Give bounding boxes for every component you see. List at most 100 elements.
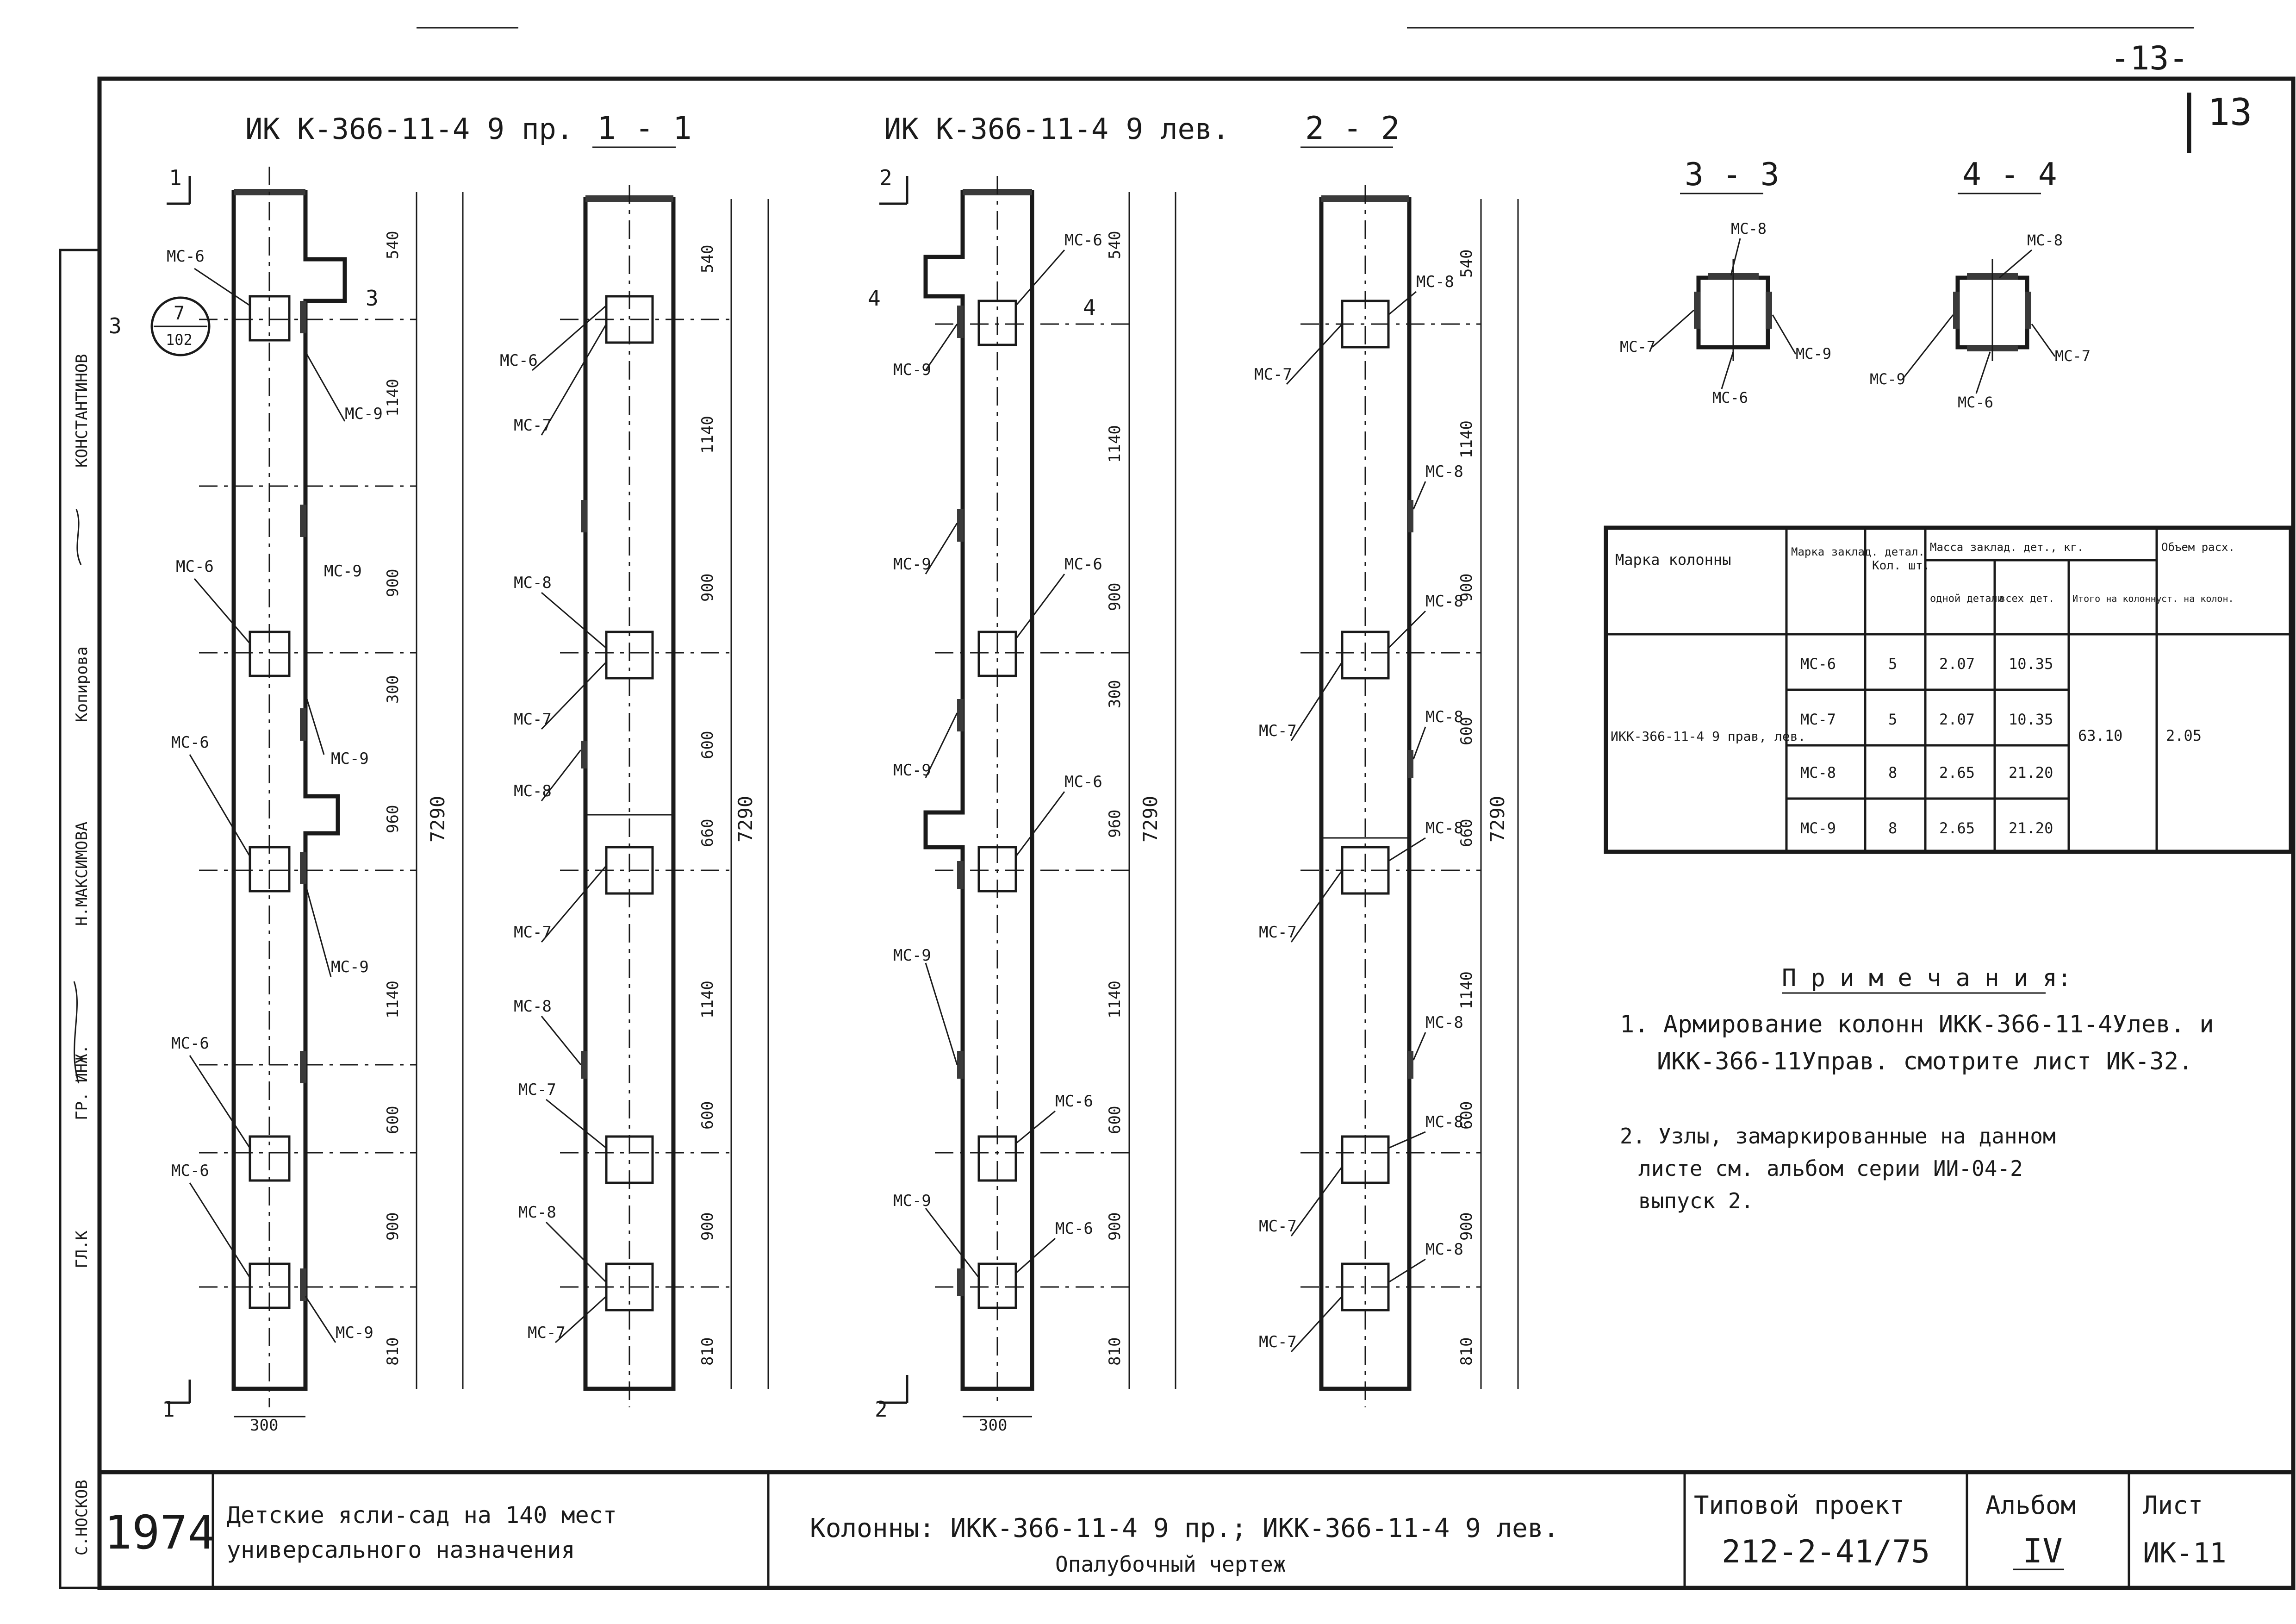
- label-mc7-s2c: МС-7: [1259, 923, 1297, 942]
- table-row-3-mark: МС-9: [1800, 819, 1836, 837]
- dim-width-b: 300: [979, 1416, 1007, 1435]
- label-mc6-s1a: МС-6: [500, 351, 538, 370]
- table-header-vol-sub: ст. на колон.: [2161, 593, 2234, 604]
- note-1-line-1: 1. Армирование колонн ИКК-366-11-4Улев. …: [1620, 1011, 2214, 1038]
- label-mc7-s1c: МС-7: [514, 923, 552, 942]
- table-row-2-one: 2.65: [1939, 764, 1975, 781]
- label-mc8-s2b: МС-8: [1425, 462, 1463, 481]
- title-left-elevation: ИК К-366-11-4 9 лев.: [884, 112, 1230, 146]
- label-mc9-r5: МС-9: [336, 1324, 373, 1342]
- label-mc7-s1b: МС-7: [514, 710, 552, 729]
- dim-810-a: 810: [384, 1337, 402, 1366]
- label-mc6-l4: МС-6: [1055, 1092, 1093, 1111]
- side-stamp-3: ГР. ИНЖ.: [73, 1044, 91, 1120]
- label-mc6-l1: МС-6: [1064, 231, 1102, 250]
- stamp-drawing-title-2: Опалубочный чертеж: [1055, 1552, 1286, 1577]
- label-mc8-s2d: МС-8: [1425, 708, 1463, 726]
- column-section-2: 540 1140 900 600 660 1140 600 900 810 72…: [1254, 185, 1519, 1407]
- note-2-line-3: выпуск 2.: [1638, 1188, 1754, 1213]
- cut-mark-3-right: 3: [366, 286, 379, 311]
- stamp-sheet-label: Лист: [2143, 1491, 2203, 1520]
- dim-540-b: 540: [698, 245, 717, 273]
- title-section-3: 3 - 3: [1685, 156, 1780, 193]
- table-row-3-qty: 8: [1888, 819, 1897, 837]
- dim-900-e: 900: [1106, 583, 1124, 611]
- dim-960-a: 960: [384, 805, 402, 833]
- label-mc9-l4: МС-9: [893, 946, 931, 965]
- table-header-qty: Кол. шт.: [1872, 559, 1930, 573]
- label-mc8-s1d: МС-8: [518, 1203, 556, 1222]
- label-mc6-l2: МС-6: [1064, 555, 1102, 574]
- dim-600-c: 600: [698, 1101, 717, 1130]
- node-callout-number: 7: [174, 303, 185, 324]
- dim-960-b: 960: [1106, 810, 1124, 838]
- side-stamp-labels: КОНСТАНТИНОВ Копирова Н.МАКСИМОВА ГР. ИН…: [73, 354, 91, 1555]
- table-column-mark: ИКК-366-11-4 9 прав, лев.: [1611, 729, 1805, 744]
- sheet-tab: 13: [2208, 91, 2252, 134]
- table-header-all: всех дет.: [1999, 593, 2054, 605]
- title-section-2: 2 - 2: [1305, 110, 1400, 147]
- cut-mark-2-bottom: 2: [875, 1397, 888, 1422]
- table-header-vol: Объем расх.: [2161, 541, 2235, 554]
- table-row-0-mark: МС-6: [1800, 655, 1836, 673]
- table-row-0-one: 2.07: [1939, 655, 1975, 673]
- label-mc7-sec4: МС-7: [2055, 347, 2091, 365]
- table-header-total: Итого на колонну: [2072, 593, 2162, 604]
- label-mc6-sec3: МС-6: [1712, 389, 1748, 406]
- label-mc8-s2c: МС-8: [1425, 592, 1463, 611]
- section-3-detail: МС-8 МС-7 МС-9 МС-6: [1620, 220, 1831, 406]
- dim-810-b: 810: [698, 1337, 717, 1366]
- note-1-line-2: ИКК-366-11Управ. смотрите лист ИК-32.: [1657, 1048, 2193, 1075]
- column-left-elevation: 540 1140 900 300 960 1140 600 900 810 72…: [868, 165, 1176, 1435]
- side-stamp-strip: [59, 249, 101, 1589]
- stamp-typ-label: Типовой проект: [1694, 1491, 1904, 1520]
- label-mc9-r4: МС-9: [331, 958, 369, 976]
- stamp-year: 1974: [104, 1505, 216, 1560]
- table-row-3-all: 21.20: [2009, 819, 2053, 837]
- table-row-1-mark: МС-7: [1800, 711, 1836, 728]
- label-mc9-l3: МС-9: [893, 761, 931, 780]
- label-mc6-sec4: МС-6: [1958, 394, 1993, 411]
- label-mc9-r3: МС-9: [331, 750, 369, 768]
- stamp-album-value: IV: [2022, 1531, 2063, 1570]
- cut-mark-4-right: 4: [1083, 295, 1096, 320]
- label-mc7-s2a: МС-7: [1254, 365, 1292, 384]
- label-mc9-r1: МС-9: [345, 405, 383, 423]
- stamp-drawing-title-1: Колонны: ИКК-366-11-4 9 пр.; ИКК-366-11-…: [810, 1513, 1559, 1543]
- dim-900-d: 900: [698, 1212, 717, 1241]
- dim-600-f: 600: [1457, 1101, 1476, 1130]
- column-right-elevation: 540 1140 900 300 960 1140 600 900 810 72…: [109, 165, 464, 1435]
- table-header-emb-mark: Марка заклад. детал.: [1791, 545, 1925, 558]
- dim-900-c: 900: [698, 574, 717, 602]
- label-mc8-s1c: МС-8: [514, 997, 552, 1016]
- table-row-2-mark: МС-8: [1800, 764, 1836, 781]
- label-mc7-s2b: МС-7: [1259, 722, 1297, 740]
- table-total: 63.10: [2078, 727, 2122, 744]
- cut-mark-4-left: 4: [868, 286, 881, 311]
- side-stamp-1: Копирова: [73, 646, 91, 722]
- table-header-mass: Масса заклад. дет., кг.: [1930, 541, 2084, 554]
- dim-total-c: 7290: [1139, 796, 1162, 843]
- dim-900-a: 900: [384, 569, 402, 597]
- label-mc8-s2h: МС-8: [1425, 1240, 1463, 1259]
- dim-540-c: 540: [1106, 231, 1124, 259]
- label-mc7-sec3: МС-7: [1620, 338, 1655, 356]
- dim-1140-h: 1140: [1457, 971, 1476, 1009]
- cut-mark-1-bottom: 1: [162, 1397, 175, 1422]
- dim-1140-e: 1140: [1106, 425, 1124, 463]
- table-row-2-qty: 8: [1888, 764, 1897, 781]
- label-mc6-r2: МС-6: [176, 557, 214, 576]
- section-4-detail: МС-8 МС-9 МС-7 МС-6: [1870, 231, 2091, 411]
- stamp-project-name-2: универсального назначения: [227, 1537, 575, 1563]
- cut-mark-2-top: 2: [879, 165, 892, 190]
- side-stamp-2: Н.МАКСИМОВА: [73, 822, 91, 926]
- label-mc8-s2e: МС-8: [1425, 819, 1463, 837]
- page-number: -13-: [2110, 39, 2189, 77]
- dim-810-d: 810: [1457, 1337, 1476, 1366]
- label-mc6-l3: МС-6: [1064, 773, 1102, 791]
- notes-block: П р и м е ч а н и я: 1. Армирование коло…: [1620, 964, 2214, 1213]
- table-header-one: одной детали: [1930, 593, 2004, 605]
- label-mc8-s1a: МС-8: [514, 574, 552, 592]
- dim-total-d: 7290: [1486, 796, 1509, 843]
- title-right-elevation: ИК К-366-11-4 9 пр.: [245, 112, 573, 146]
